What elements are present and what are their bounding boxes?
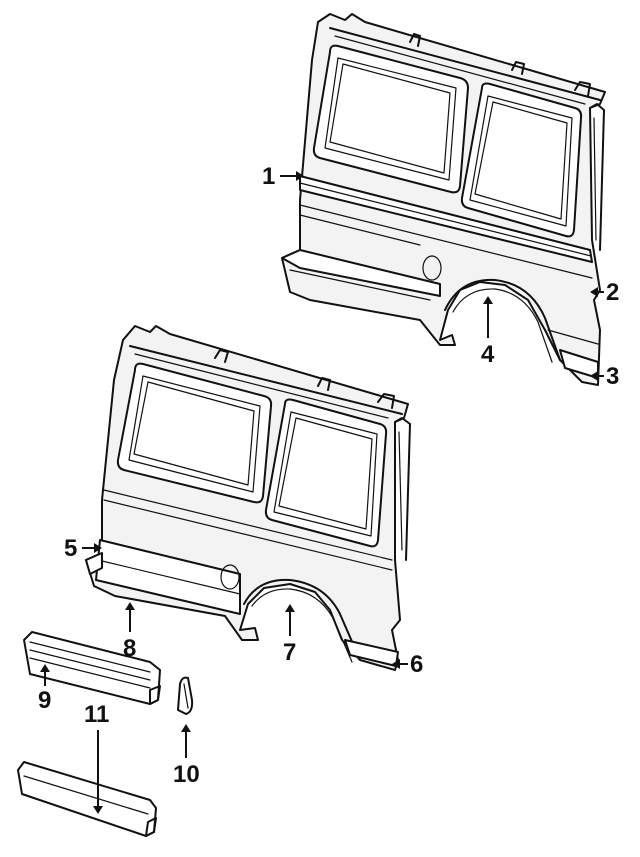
callout-label-5: 5 [64,535,77,562]
callout-10: 10 [173,724,200,788]
callout-label-3: 3 [606,363,619,390]
callout-label-4: 4 [481,341,495,368]
callout-label-1: 1 [262,163,275,190]
callout-label-7: 7 [283,639,296,666]
lower-body-side-panel [85,325,411,671]
callout-4: 4 [481,296,495,368]
callout-label-9: 9 [38,687,51,714]
callout-5: 5 [64,535,102,562]
molding-strip-11 [17,761,157,837]
callout-2: 2 [590,279,619,306]
callout-8: 8 [123,602,136,662]
callout-label-8: 8 [123,635,136,662]
callouts: 1 2 3 4 5 6 [38,163,619,814]
callout-6: 6 [392,651,423,678]
callout-label-6: 6 [410,651,423,678]
callout-label-2: 2 [606,279,619,306]
molding-piece-10 [177,676,194,715]
callout-label-11: 11 [84,701,109,728]
callout-1: 1 [262,163,304,190]
callout-3: 3 [590,363,619,390]
upper-body-side-panel [281,13,606,386]
callout-9: 9 [38,664,51,714]
callout-11: 11 [84,701,109,814]
callout-label-10: 10 [173,761,200,788]
molding-strip-9 [23,631,161,705]
callout-7: 7 [283,604,296,666]
